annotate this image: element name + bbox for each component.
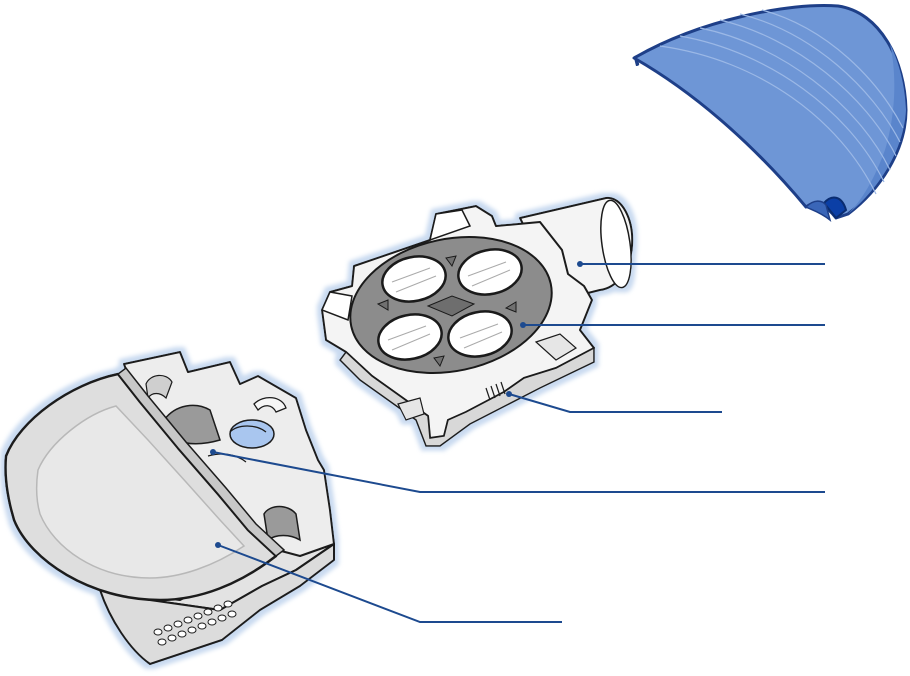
callout-3-line (508, 393, 722, 413)
cap-icon (632, 3, 908, 223)
callout-5-line (217, 544, 562, 623)
callout-lines (212, 263, 825, 623)
callout-1-dot (577, 261, 583, 267)
callout-4-line (212, 451, 825, 493)
callout-3-dot (506, 391, 512, 397)
callout-4-dot (210, 449, 216, 455)
grey-base-housing-icon (4, 351, 335, 665)
four-window-disk-icon (349, 236, 553, 374)
callout-2-dot (520, 322, 526, 328)
callout-5-dot (215, 542, 221, 548)
callout-dots (210, 261, 583, 548)
